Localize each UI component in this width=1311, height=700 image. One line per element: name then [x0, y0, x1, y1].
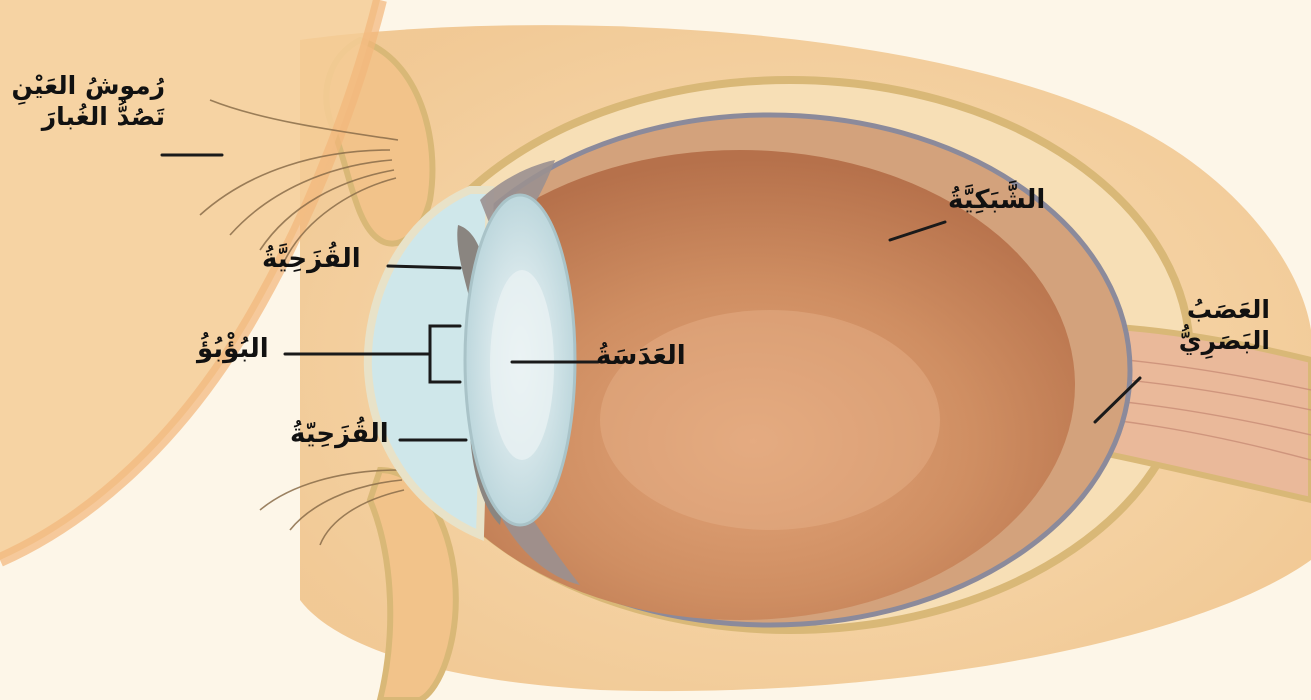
label-optic-nerve: العَصَبُ البَصَرِيُّ [1140, 294, 1270, 357]
label-eyelashes-line2: تَصُدُّ الغُبارَ [0, 101, 165, 132]
label-retina: الشَّبَكِيَّةُ [948, 184, 1045, 217]
label-pupil: البُؤْبُؤُ [197, 333, 269, 366]
label-iris-top: القُزَحِيَّةُ [262, 243, 361, 276]
label-eyelashes: رُموشُ العَيْنِ تَصُدُّ الغُبارَ [0, 70, 165, 133]
label-lens: العَدَسَةُ [596, 340, 686, 373]
label-optic-nerve-line1: العَصَبُ [1140, 294, 1270, 325]
lens-core [490, 270, 554, 460]
label-iris-bottom: القُزَحِيّةُ [290, 418, 389, 451]
label-eyelashes-line1: رُموشُ العَيْنِ [0, 70, 165, 101]
leader-iris-top [388, 266, 460, 268]
label-optic-nerve-line2: البَصَرِيُّ [1140, 325, 1270, 356]
